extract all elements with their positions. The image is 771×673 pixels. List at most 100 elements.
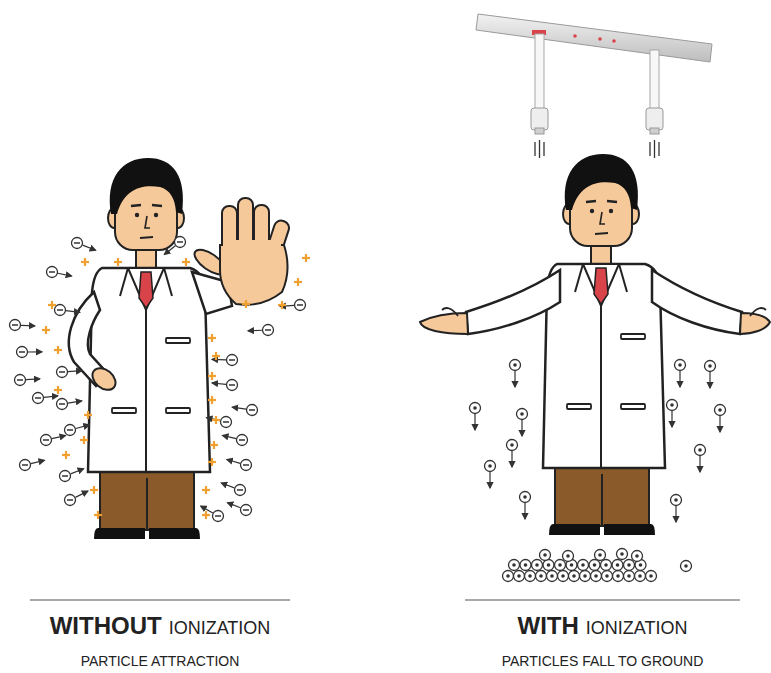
negative-particle: [66, 311, 80, 313]
settled-particle: [612, 560, 623, 571]
falling-particle: [474, 414, 475, 430]
falling-particle: [507, 440, 518, 468]
right-man: [740, 313, 770, 334]
settled-particle: [589, 560, 600, 571]
positive-charge: [45, 326, 47, 334]
negative-particle: [62, 475, 68, 477]
divider-rule: [30, 600, 740, 601]
divider-rule: [465, 599, 740, 601]
falling-particle: [488, 464, 492, 468]
negative-particle: [58, 273, 72, 276]
settled-particle: [555, 560, 566, 571]
negative-particle: [10, 320, 21, 331]
settled-particle: [524, 563, 528, 567]
positive-charge: [208, 458, 216, 466]
negative-particle: [223, 421, 229, 423]
settled-particle: [506, 574, 510, 578]
falling-particle: [674, 498, 678, 502]
settled-particle: [558, 571, 569, 582]
positive-charge: [80, 436, 88, 444]
negative-particle: [248, 325, 273, 336]
settled-particle: [616, 563, 620, 567]
falling-particle: [679, 371, 680, 387]
negative-particle: [201, 506, 224, 521]
negative-particle: [49, 271, 55, 273]
negative-particle: [22, 464, 28, 466]
negative-particle: [28, 351, 42, 352]
negative-particle: [239, 439, 245, 441]
settled-particle: [639, 563, 643, 567]
negative-particle: [57, 367, 68, 378]
positive-charge: [93, 486, 95, 494]
positive-charge: [278, 301, 286, 309]
positive-charge: [84, 258, 86, 266]
negative-particle: [263, 325, 274, 336]
settled-particle: [604, 563, 608, 567]
negative-particle: [59, 371, 65, 373]
falling-particle: [719, 416, 720, 432]
ionizer-bar: [531, 108, 548, 130]
settled-particle: [543, 560, 554, 571]
settled-particle: [624, 560, 635, 571]
falling-particle: [470, 403, 481, 431]
negative-particle: [19, 351, 25, 353]
negative-particle: [177, 241, 183, 243]
negative-particle: [223, 435, 248, 446]
falling-particle: [514, 371, 515, 387]
right-man: [652, 270, 742, 334]
settled-particle: [539, 574, 543, 578]
settled-particle: [613, 571, 624, 582]
caption-row: WITHOUTIONIZATION: [30, 612, 290, 640]
negative-particle: [65, 425, 76, 436]
settled-particle: [638, 574, 642, 578]
negative-particle: [297, 304, 303, 306]
negative-particle: [221, 483, 234, 488]
settled-particle: [550, 574, 554, 578]
positive-charge: [213, 441, 215, 449]
negative-particle: [232, 405, 257, 416]
settled-particle: [601, 560, 612, 571]
negative-particle: [248, 330, 262, 332]
negative-particle: [227, 355, 238, 366]
falling-particle: [695, 445, 706, 473]
settled-particle: [612, 560, 623, 571]
settled-particle: [547, 563, 551, 567]
settled-particle: [646, 571, 657, 582]
falling-particle: [520, 492, 531, 503]
left-man: [220, 245, 288, 305]
falling-particle: [709, 372, 710, 388]
settled-particle: [635, 571, 646, 582]
negative-particle: [33, 393, 44, 404]
settled-particle: [569, 571, 580, 582]
positive-charge: [205, 511, 207, 519]
negative-particle: [237, 489, 243, 491]
ionizer-bar: [658, 142, 659, 156]
ionizer-bar: [476, 14, 712, 158]
settled-particle: [558, 563, 562, 567]
negative-particle: [20, 460, 31, 471]
negative-particle: [52, 436, 66, 439]
negative-particle: [65, 425, 90, 436]
negative-particle: [68, 370, 82, 372]
sub-caption: PARTICLES FALL TO GROUND: [502, 653, 704, 669]
left-man: [88, 364, 119, 395]
heading-word: IONIZATION: [169, 618, 271, 639]
caption-row: PARTICLES FALL TO GROUND: [465, 652, 740, 670]
caption-row: WITHIONIZATION: [465, 612, 740, 640]
settled-particle: [512, 563, 516, 567]
positive-charge: [211, 334, 213, 342]
settled-particle: [624, 560, 635, 571]
left-man: [69, 158, 291, 539]
negative-particle: [213, 511, 224, 522]
settled-particle: [627, 563, 631, 567]
settled-particle: [514, 571, 525, 582]
settled-particle: [532, 560, 543, 571]
settled-particle: [540, 550, 551, 561]
settled-particle: [635, 554, 639, 558]
falling-particle: [671, 495, 682, 506]
negative-particle: [232, 407, 246, 409]
ionizer-bar: [535, 140, 659, 158]
positive-charge: [57, 346, 59, 354]
falling-particle: [667, 400, 678, 428]
positive-charge: [83, 436, 85, 444]
